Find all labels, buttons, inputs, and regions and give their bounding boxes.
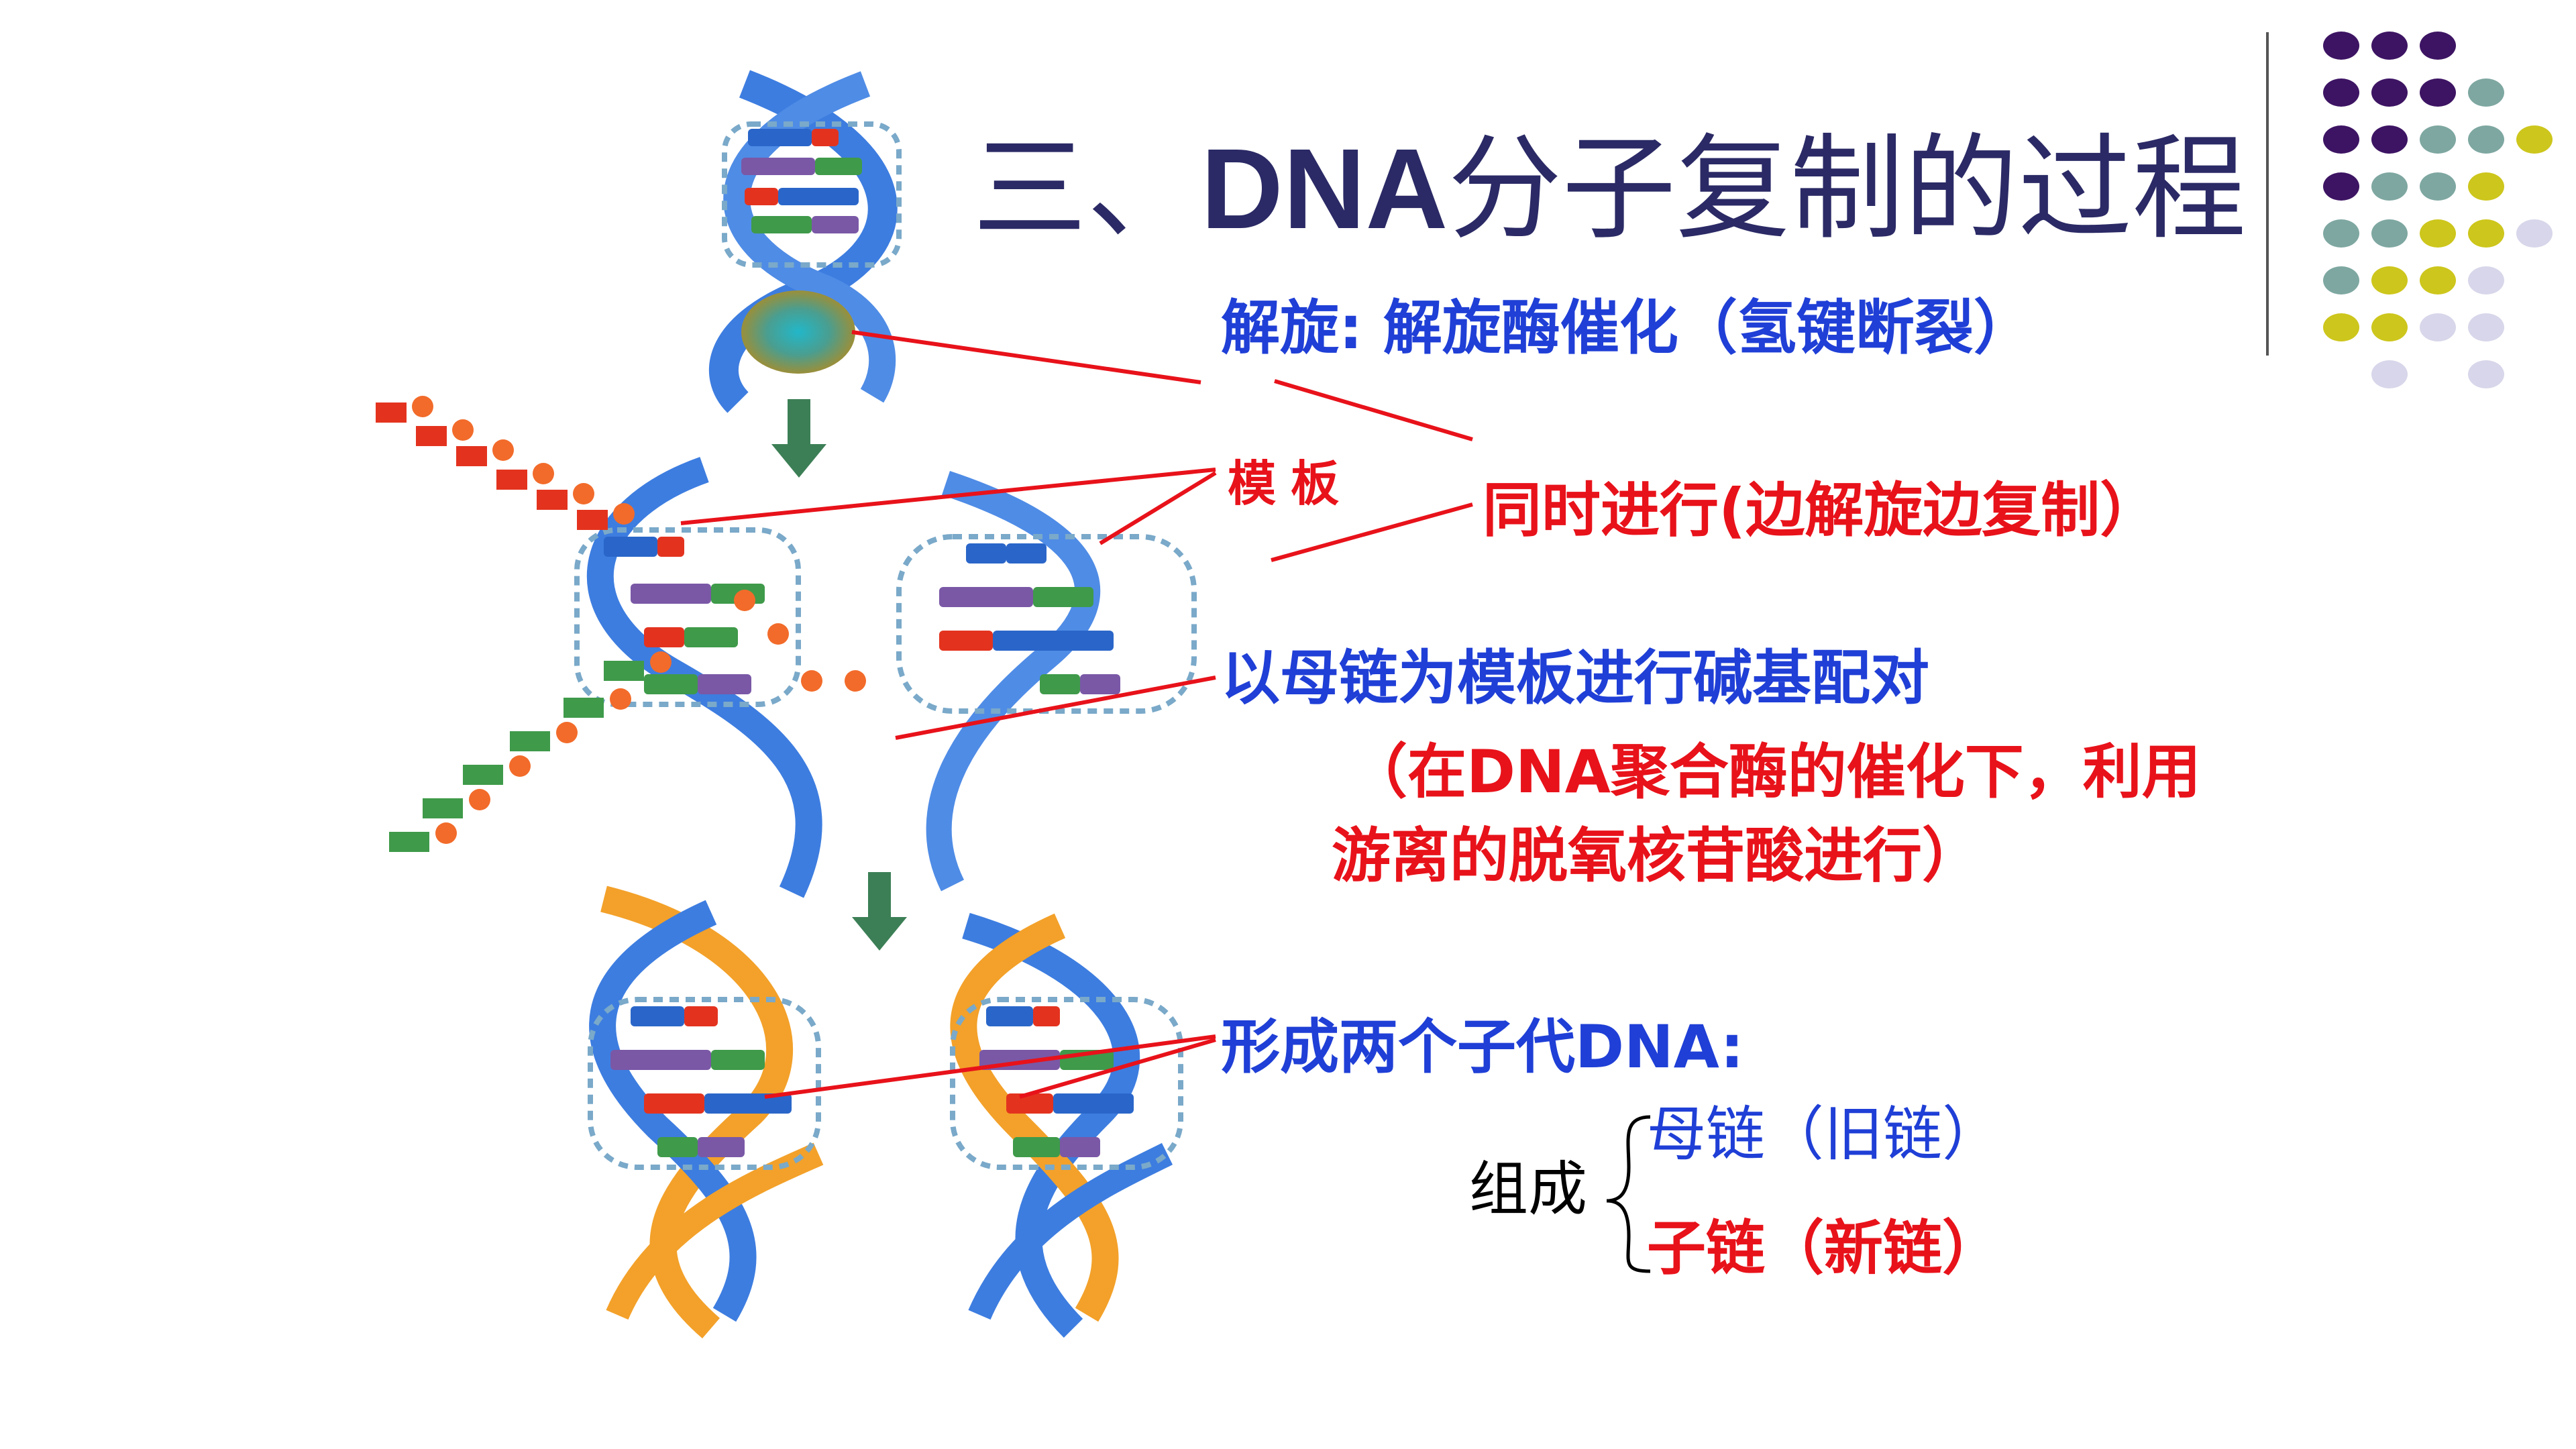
- free-nucleotide: [845, 670, 866, 692]
- free-nucleotide: [492, 439, 514, 461]
- decorative-dot: [2323, 219, 2359, 248]
- free-nucleotide: [801, 670, 822, 692]
- annotation-lines: [680, 330, 1473, 1099]
- decorative-dot: [2420, 313, 2456, 341]
- decorative-dot: [2371, 32, 2408, 60]
- replication-fork: [376, 396, 1197, 898]
- daughter-dna-left: [588, 885, 824, 1339]
- decorative-dot: [2371, 125, 2408, 154]
- decorative-dot: [2323, 313, 2359, 341]
- decorative-dot: [2323, 32, 2359, 60]
- free-nucleotide: [573, 483, 594, 504]
- free-nucleotide: [564, 698, 604, 718]
- free-nucleotide: [463, 765, 503, 785]
- free-nucleotide: [376, 402, 407, 423]
- decorative-dot: [2323, 125, 2359, 154]
- page-title: 三、DNA分子复制的过程: [973, 123, 2247, 256]
- polymerase-note-line1: （在DNA聚合酶的催化下，利用: [1348, 737, 2201, 806]
- parent-strand-label: 母链（旧链）: [1647, 1099, 2002, 1169]
- decorative-dot: [2468, 360, 2504, 388]
- down-arrow-icon: [852, 872, 907, 951]
- decorative-dot: [2371, 219, 2408, 248]
- simultaneous-label: 同时进行(边解旋边复制）: [1483, 476, 2159, 545]
- decorative-dot: [2371, 172, 2408, 201]
- brace: [1606, 1115, 1651, 1273]
- composition-label: 组成: [1469, 1155, 1588, 1224]
- free-nucleotide: [650, 651, 672, 673]
- decorative-dot: [2420, 32, 2456, 60]
- free-nucleotide: [533, 463, 554, 484]
- free-nucleotide: [452, 419, 474, 441]
- decorative-dot: [2468, 125, 2504, 154]
- free-nucleotide: [610, 688, 631, 710]
- free-nucleotide: [577, 510, 608, 530]
- decorative-dot: [2420, 172, 2456, 201]
- decorative-dot: [2371, 78, 2408, 107]
- decorative-dot: [2420, 219, 2456, 248]
- unwind-label: 解旋: 解旋酶催化（氢键断裂）: [1221, 293, 2033, 362]
- decorative-dot: [2323, 78, 2359, 107]
- free-nucleotide: [556, 722, 578, 743]
- helicase-enzyme: [741, 290, 855, 374]
- decorative-dot: [2468, 313, 2504, 341]
- decorative-dot: [2420, 125, 2456, 154]
- free-nucleotide: [496, 470, 527, 490]
- decorative-dot: [2468, 219, 2504, 248]
- pairing-label: 以母链为模板进行碱基配对: [1221, 643, 1930, 712]
- free-nucleotide: [613, 503, 635, 525]
- free-nucleotide: [510, 731, 550, 751]
- free-nucleotide: [767, 623, 789, 645]
- parent-dna-helix: [708, 70, 902, 413]
- free-nucleotide: [734, 590, 755, 611]
- decorative-dot: [2468, 78, 2504, 107]
- decorative-dot: [2371, 266, 2408, 294]
- down-arrow-icon: [771, 399, 826, 478]
- decorative-dot: [2371, 313, 2408, 341]
- decorative-dot: [2468, 266, 2504, 294]
- free-nucleotide: [435, 822, 457, 844]
- daughter-dna-label: 形成两个子代DNA:: [1221, 1012, 1744, 1081]
- free-nucleotide: [456, 446, 487, 466]
- free-nucleotide: [423, 798, 463, 818]
- free-nucleotide: [389, 832, 429, 852]
- decorative-dot: [2468, 172, 2504, 201]
- free-nucleotide: [509, 755, 531, 777]
- decorative-dot: [2420, 78, 2456, 107]
- decorative-dot: [2516, 219, 2553, 248]
- decorative-dot: [2323, 266, 2359, 294]
- new-strand-label: 子链（新链）: [1647, 1214, 2002, 1283]
- template-label: 模板: [1228, 455, 1354, 512]
- decorative-dot: [2420, 266, 2456, 294]
- free-nucleotide: [416, 426, 447, 446]
- decorative-dot: [2323, 172, 2359, 201]
- free-nucleotide: [469, 789, 490, 810]
- decorative-dot: [2516, 125, 2553, 154]
- polymerase-note-line2: 游离的脱氧核苷酸进行）: [1332, 821, 1982, 890]
- free-nucleotide: [412, 396, 433, 417]
- free-nucleotide: [604, 661, 644, 681]
- daughter-dna-right: [950, 912, 1183, 1338]
- decorative-dot: [2371, 360, 2408, 388]
- free-nucleotide: [537, 490, 568, 510]
